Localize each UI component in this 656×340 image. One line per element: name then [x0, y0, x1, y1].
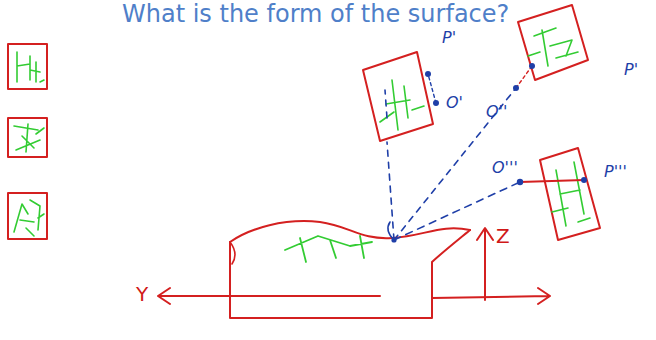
- axis-label: Z: [496, 226, 510, 246]
- image-point-label: P': [442, 30, 456, 46]
- axis-label: Y: [136, 284, 148, 304]
- image-point-label: P': [624, 62, 638, 78]
- camera-center-label: O'': [486, 104, 507, 120]
- slide-title: What is the form of the surface?: [122, 2, 509, 26]
- camera-center-label: O': [446, 95, 463, 111]
- camera-center-label: O''': [492, 160, 518, 176]
- image-point-label: P''': [604, 164, 627, 180]
